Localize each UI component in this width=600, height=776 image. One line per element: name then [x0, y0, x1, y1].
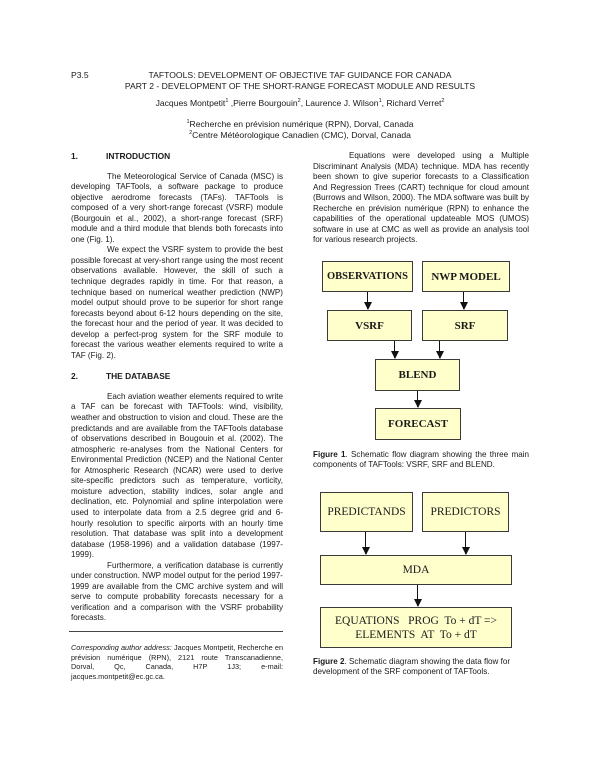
footnote-label: Corresponding author address:	[71, 643, 172, 652]
paper-number: P3.5	[71, 70, 89, 80]
affiliation-text: Centre Météorologique Canadien (CMC), Do…	[192, 130, 411, 140]
paragraph: Furthermore, a verification database is …	[71, 560, 283, 623]
box-mda: MDA	[320, 555, 512, 585]
author-list: Jacques Montpetit1 ,Pierre Bourgouin2, L…	[0, 98, 600, 109]
author-name: Laurence J. Wilson	[305, 98, 379, 108]
affiliation-2: 2Centre Météorologique Canadien (CMC), D…	[0, 130, 600, 141]
author-name: Pierre Bourgouin	[233, 98, 298, 108]
author-separator: ,	[381, 98, 387, 108]
affil-mark: 1	[186, 119, 190, 126]
arrow-down-icon	[360, 532, 371, 555]
arrow-down-icon	[412, 391, 423, 408]
box-forecast: FORECAST	[375, 408, 461, 440]
author-affil-mark: 1	[225, 98, 229, 105]
author-separator: ,	[228, 98, 234, 108]
affiliations: 1Recherche en prévision numérique (RPN),…	[0, 119, 600, 141]
paragraph: The Meteorological Service of Canada (MS…	[71, 171, 283, 244]
arrow-down-icon	[412, 585, 423, 607]
footnote-text: Jacques Montpetit, Recherche en prévisio…	[71, 643, 283, 681]
box-predictands: PREDICTANDS	[320, 492, 413, 532]
equations-line-2: ELEMENTS AT To + dT	[355, 628, 477, 641]
author-affil-mark: 2	[297, 98, 301, 105]
caption-text: . Schematic diagram showing the data flo…	[313, 657, 511, 677]
figure-2-caption: Figure 2. Schematic diagram showing the …	[313, 657, 535, 678]
section-number: 2.	[71, 371, 78, 382]
section-heading-introduction: 1. INTRODUCTION	[71, 151, 283, 162]
author-name: Richard Verret	[386, 98, 442, 108]
author-affil-mark: 2	[441, 98, 445, 105]
section-title: INTRODUCTION	[106, 151, 171, 161]
equations-line-1: EQUATIONS PROG To + dT =>	[335, 614, 497, 627]
affiliation-text: Recherche en prévision numérique (RPN), …	[189, 119, 414, 129]
footnote: Corresponding author address: Jacques Mo…	[71, 643, 283, 681]
arrow-down-icon	[458, 292, 469, 310]
box-predictors: PREDICTORS	[422, 492, 509, 532]
affil-mark: 2	[189, 130, 193, 137]
caption-text: . Schematic flow diagram showing the thr…	[313, 450, 529, 470]
box-blend: BLEND	[375, 359, 460, 391]
author-separator: ,	[300, 98, 306, 108]
caption-label: Figure 2	[313, 657, 345, 666]
box-nwp-model: NWP MODEL	[422, 261, 510, 292]
paragraph: Equations were developed using a Multipl…	[313, 151, 529, 245]
author-name: Jacques Montpetit	[155, 98, 226, 108]
paragraph: We expect the VSRF system to provide the…	[71, 245, 283, 360]
paper-title: TAFTOOLS: DEVELOPMENT OF OBJECTIVE TAF G…	[0, 70, 600, 92]
section-title: THE DATABASE	[106, 371, 171, 382]
arrow-down-icon	[460, 532, 471, 555]
paragraph: Each aviation weather elements required …	[71, 391, 283, 560]
figure-1-caption: Figure 1. Schematic flow diagram showing…	[313, 450, 529, 471]
box-equations: EQUATIONS PROG To + dT => ELEMENTS AT To…	[320, 607, 512, 648]
box-observations: OBSERVATIONS	[322, 261, 413, 292]
right-column-text: Equations were developed using a Multipl…	[313, 151, 529, 246]
title-line-2: PART 2 - DEVELOPMENT OF THE SHORT-RANGE …	[124, 81, 476, 91]
title-line-1: TAFTOOLS: DEVELOPMENT OF OBJECTIVE TAF G…	[148, 70, 452, 80]
section-number: 1.	[71, 151, 78, 161]
box-vsrf: VSRF	[327, 310, 412, 341]
footnote-rule	[69, 631, 283, 633]
author-affil-mark: 1	[378, 98, 382, 105]
arrow-down-icon	[362, 292, 373, 310]
affiliation-1: 1Recherche en prévision numérique (RPN),…	[0, 119, 600, 130]
arrow-down-icon	[389, 341, 400, 359]
box-srf: SRF	[422, 310, 508, 341]
arrow-down-icon	[434, 341, 445, 359]
caption-label: Figure 1	[313, 450, 346, 459]
left-column: 1. INTRODUCTION The Meteorological Servic…	[71, 151, 283, 624]
section-heading-database: 2. THE DATABASE	[71, 371, 283, 382]
